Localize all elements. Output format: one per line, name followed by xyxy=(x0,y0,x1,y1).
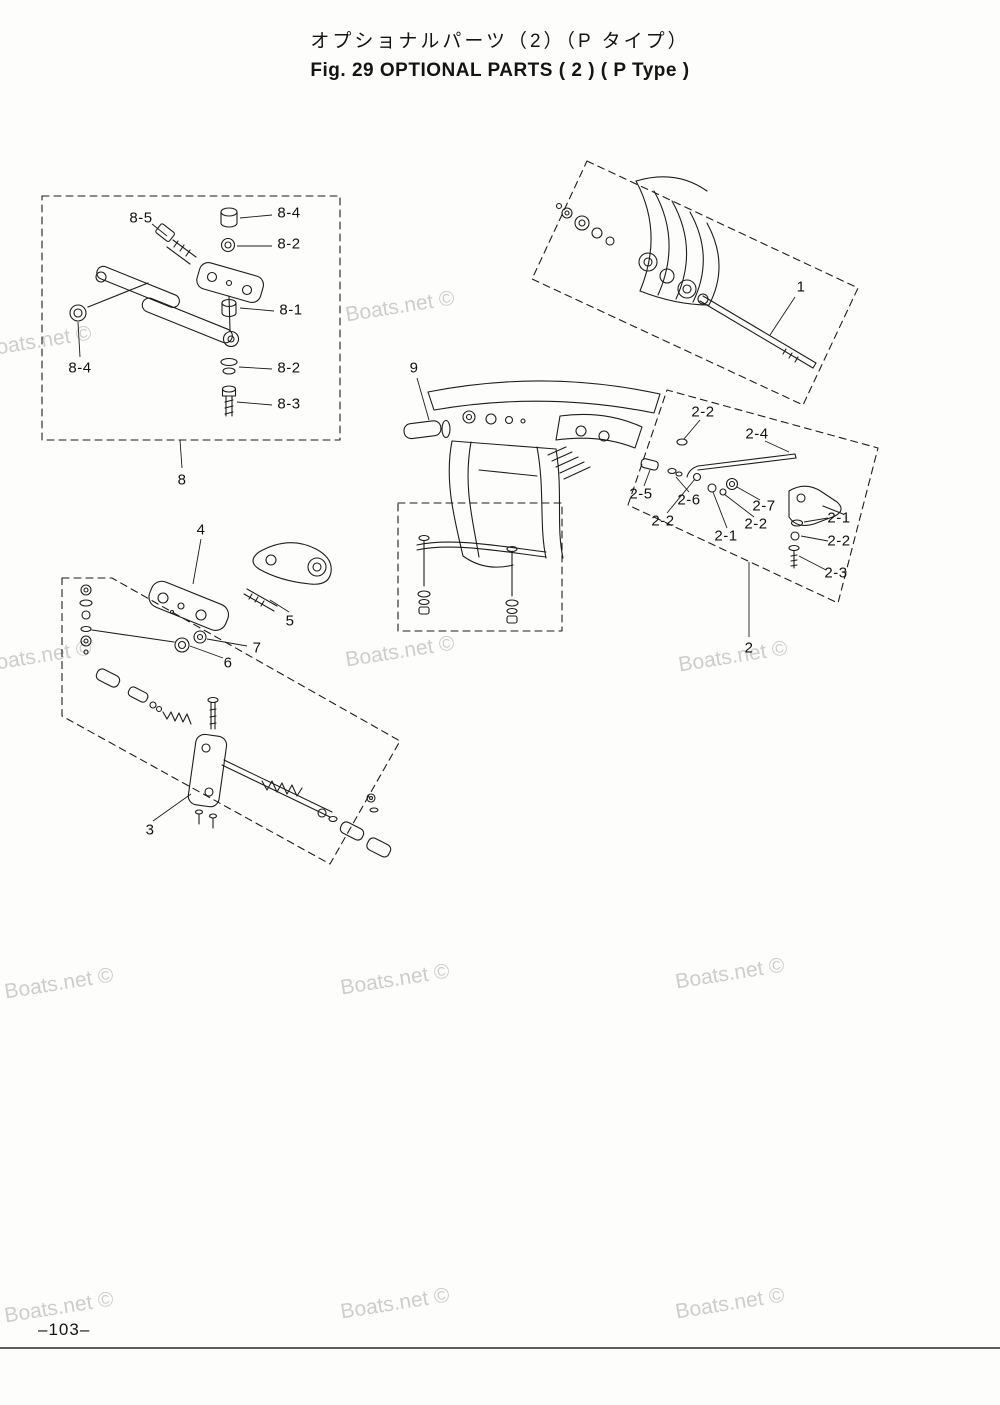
callout-2-2-b: 2-2 xyxy=(651,512,675,530)
callout-8-4-a: 8-4 xyxy=(277,204,301,222)
page-number: –103– xyxy=(38,1320,91,1339)
callout-8-2-b: 8-2 xyxy=(277,359,301,377)
callout-2-4: 2-4 xyxy=(745,425,769,443)
group-1-tilt-rod-kit xyxy=(531,160,859,406)
figure-title-japanese: オプショナルパーツ（2）（P タイプ） xyxy=(310,31,690,52)
callout-2-5: 2-5 xyxy=(629,485,653,503)
callout-2-1-a: 2-1 xyxy=(714,527,738,545)
figure-header: オプショナルパーツ（2）（P タイプ） Fig. 29 OPTIONAL PAR… xyxy=(0,26,1000,82)
callout-5: 5 xyxy=(285,612,295,630)
callout-8-4-b: 8-4 xyxy=(68,359,92,377)
callout-9: 9 xyxy=(409,359,419,377)
callout-8-5: 8-5 xyxy=(129,209,153,227)
group-2-link-kit xyxy=(627,389,879,604)
callout-2-2-d: 2-2 xyxy=(827,532,851,550)
callout-8-3: 8-3 xyxy=(277,395,301,413)
callout-2-1-b: 2-1 xyxy=(827,509,851,527)
group-8-lever-kit xyxy=(41,195,341,441)
group-3-steering-kit xyxy=(61,542,401,865)
leader-lines xyxy=(77,214,829,822)
callout-2-2-a: 2-2 xyxy=(691,403,715,421)
callout-4: 4 xyxy=(196,521,206,539)
callout-2-7: 2-7 xyxy=(752,497,776,515)
callout-3: 3 xyxy=(145,821,155,839)
callout-1: 1 xyxy=(796,278,806,296)
callout-8-2-a: 8-2 xyxy=(277,235,301,253)
callout-2: 2 xyxy=(744,639,754,657)
callout-2-6: 2-6 xyxy=(677,491,701,509)
callout-7: 7 xyxy=(252,639,262,657)
callout-8: 8 xyxy=(177,471,187,489)
callout-8-1: 8-1 xyxy=(279,301,303,319)
figure-title-english: Fig. 29 OPTIONAL PARTS ( 2 ) ( P Type ) xyxy=(310,60,690,81)
callout-2-3: 2-3 xyxy=(824,564,848,582)
callout-6: 6 xyxy=(223,654,233,672)
callout-2-2-c: 2-2 xyxy=(744,515,768,533)
center-bracket-assembly xyxy=(397,380,661,632)
